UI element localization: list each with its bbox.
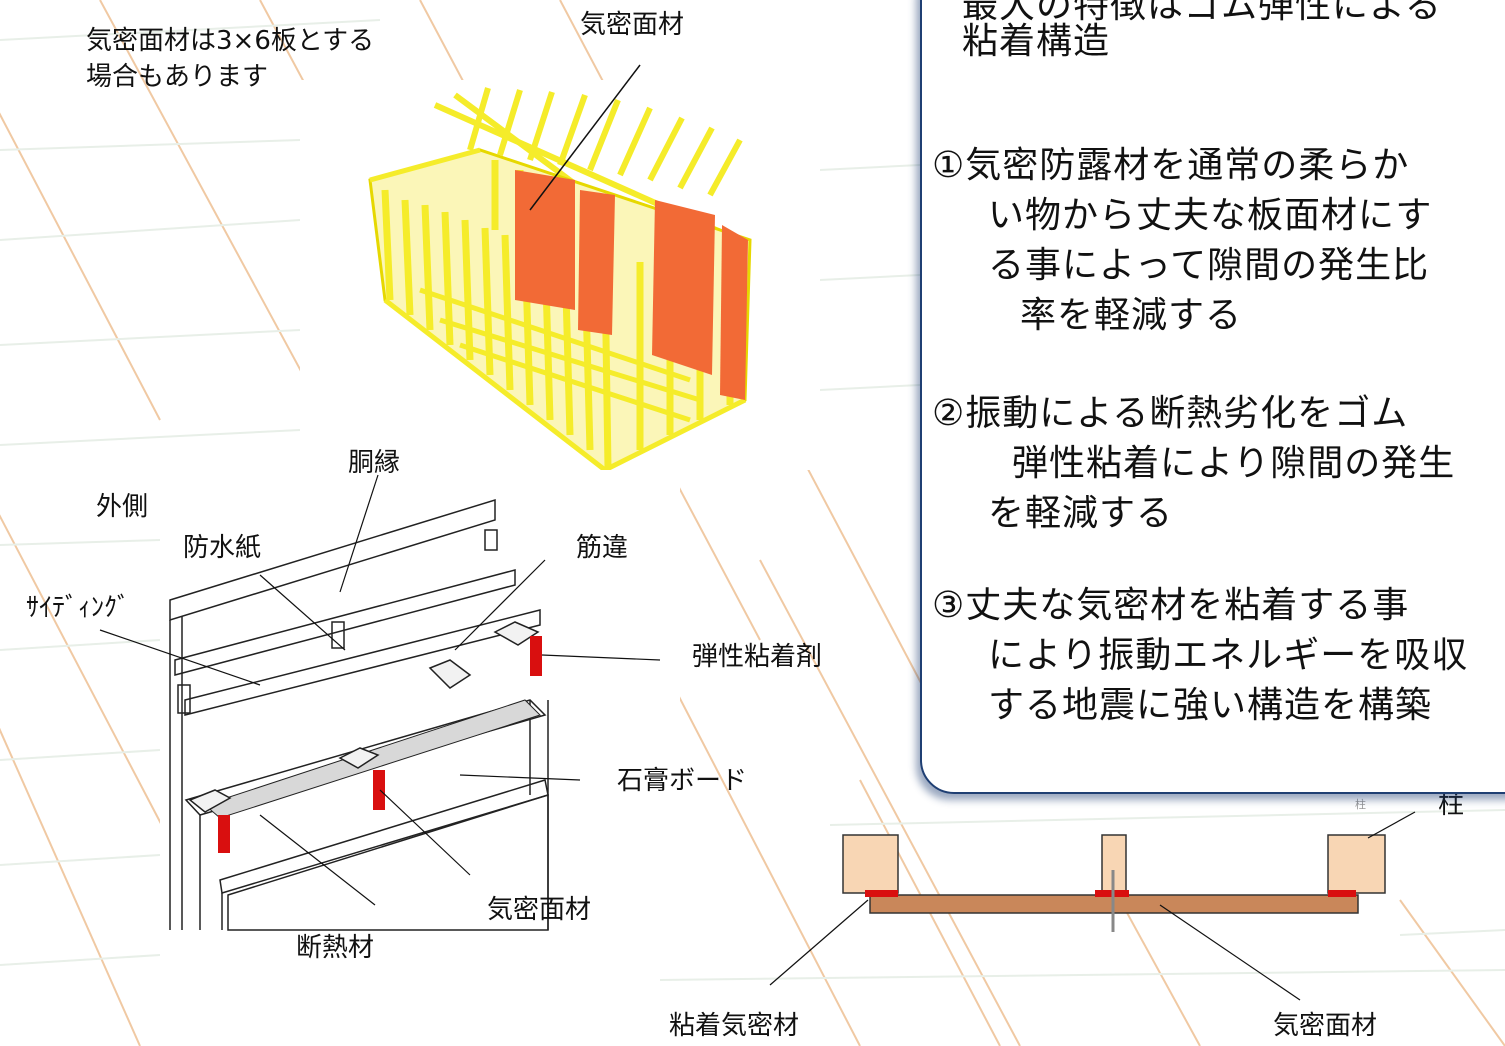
panel-line-3: ①気密防露材を通常の柔らか bbox=[932, 145, 1410, 186]
airtight-panel-3 bbox=[652, 200, 715, 375]
label-gypsum-board: 石膏ボード bbox=[617, 766, 748, 796]
background-cross-lines bbox=[0, 19, 1505, 981]
airtight-panel-1 bbox=[515, 170, 575, 310]
panel-line-12: する地震に強い構造を構築 bbox=[988, 685, 1433, 726]
panel-line-2: 粘着構造 bbox=[962, 21, 1111, 62]
label-insulation: 断熱材 bbox=[296, 933, 375, 963]
label-dobuchi: 胴縁 bbox=[348, 448, 401, 478]
wall-section-drawing bbox=[99, 470, 680, 970]
panel-line-7: ②振動による断熱劣化をゴム bbox=[932, 393, 1409, 434]
panel-line-5: る事によって隙間の発生比 bbox=[988, 245, 1430, 286]
note-3x6-line2: 場合もあります bbox=[86, 62, 269, 92]
panel-line-4: い物から丈夫な板面材にす bbox=[988, 195, 1433, 236]
label-airtight-panel-wall: 気密面材 bbox=[487, 895, 592, 925]
label-siding: ｻｲﾃﾞｨﾝｸﾞ bbox=[26, 593, 131, 623]
airtight-panel-4 bbox=[720, 225, 748, 400]
panel-line-6: 率を軽減する bbox=[1020, 295, 1243, 336]
timber-frame-3d-drawing bbox=[300, 64, 820, 473]
elastic-adhesive-strips bbox=[218, 636, 542, 853]
panel-line-11: により振動エネルギーを吸収 bbox=[988, 635, 1469, 676]
airtight-panel-2 bbox=[578, 190, 615, 335]
plan-section-drawing bbox=[769, 811, 1416, 1001]
label-bracing: 筋違 bbox=[576, 533, 629, 563]
label-post-small: 柱 bbox=[1355, 798, 1366, 811]
label-outside: 外側 bbox=[96, 492, 149, 522]
panel-line-1: 最大の特徴はゴム弾性による bbox=[962, 0, 1442, 26]
label-airtight-panel-plan: 気密面材 bbox=[1273, 1011, 1378, 1041]
panel-line-8: 弾性粘着により隙間の発生 bbox=[1012, 443, 1456, 484]
panel-line-9: を軽減する bbox=[988, 493, 1174, 534]
label-adhesive-airtight: 粘着気密材 bbox=[669, 1011, 800, 1041]
label-elastic-adhesive: 弾性粘着剤 bbox=[692, 642, 823, 672]
label-waterproof-paper: 防水紙 bbox=[183, 533, 262, 563]
label-airtight-panel-top: 気密面材 bbox=[580, 10, 685, 40]
panel-line-10: ③丈夫な気密材を粘着する事 bbox=[932, 585, 1410, 626]
callout-line-airtight bbox=[529, 64, 641, 211]
note-3x6-line1: 気密面材は3×6板とする bbox=[86, 26, 375, 56]
info-panel: 最大の特徴はゴム弾性による 粘着構造 ①気密防露材を通常の柔らか い物から丈夫な… bbox=[920, 0, 1505, 794]
label-post: 柱 bbox=[1438, 790, 1465, 820]
